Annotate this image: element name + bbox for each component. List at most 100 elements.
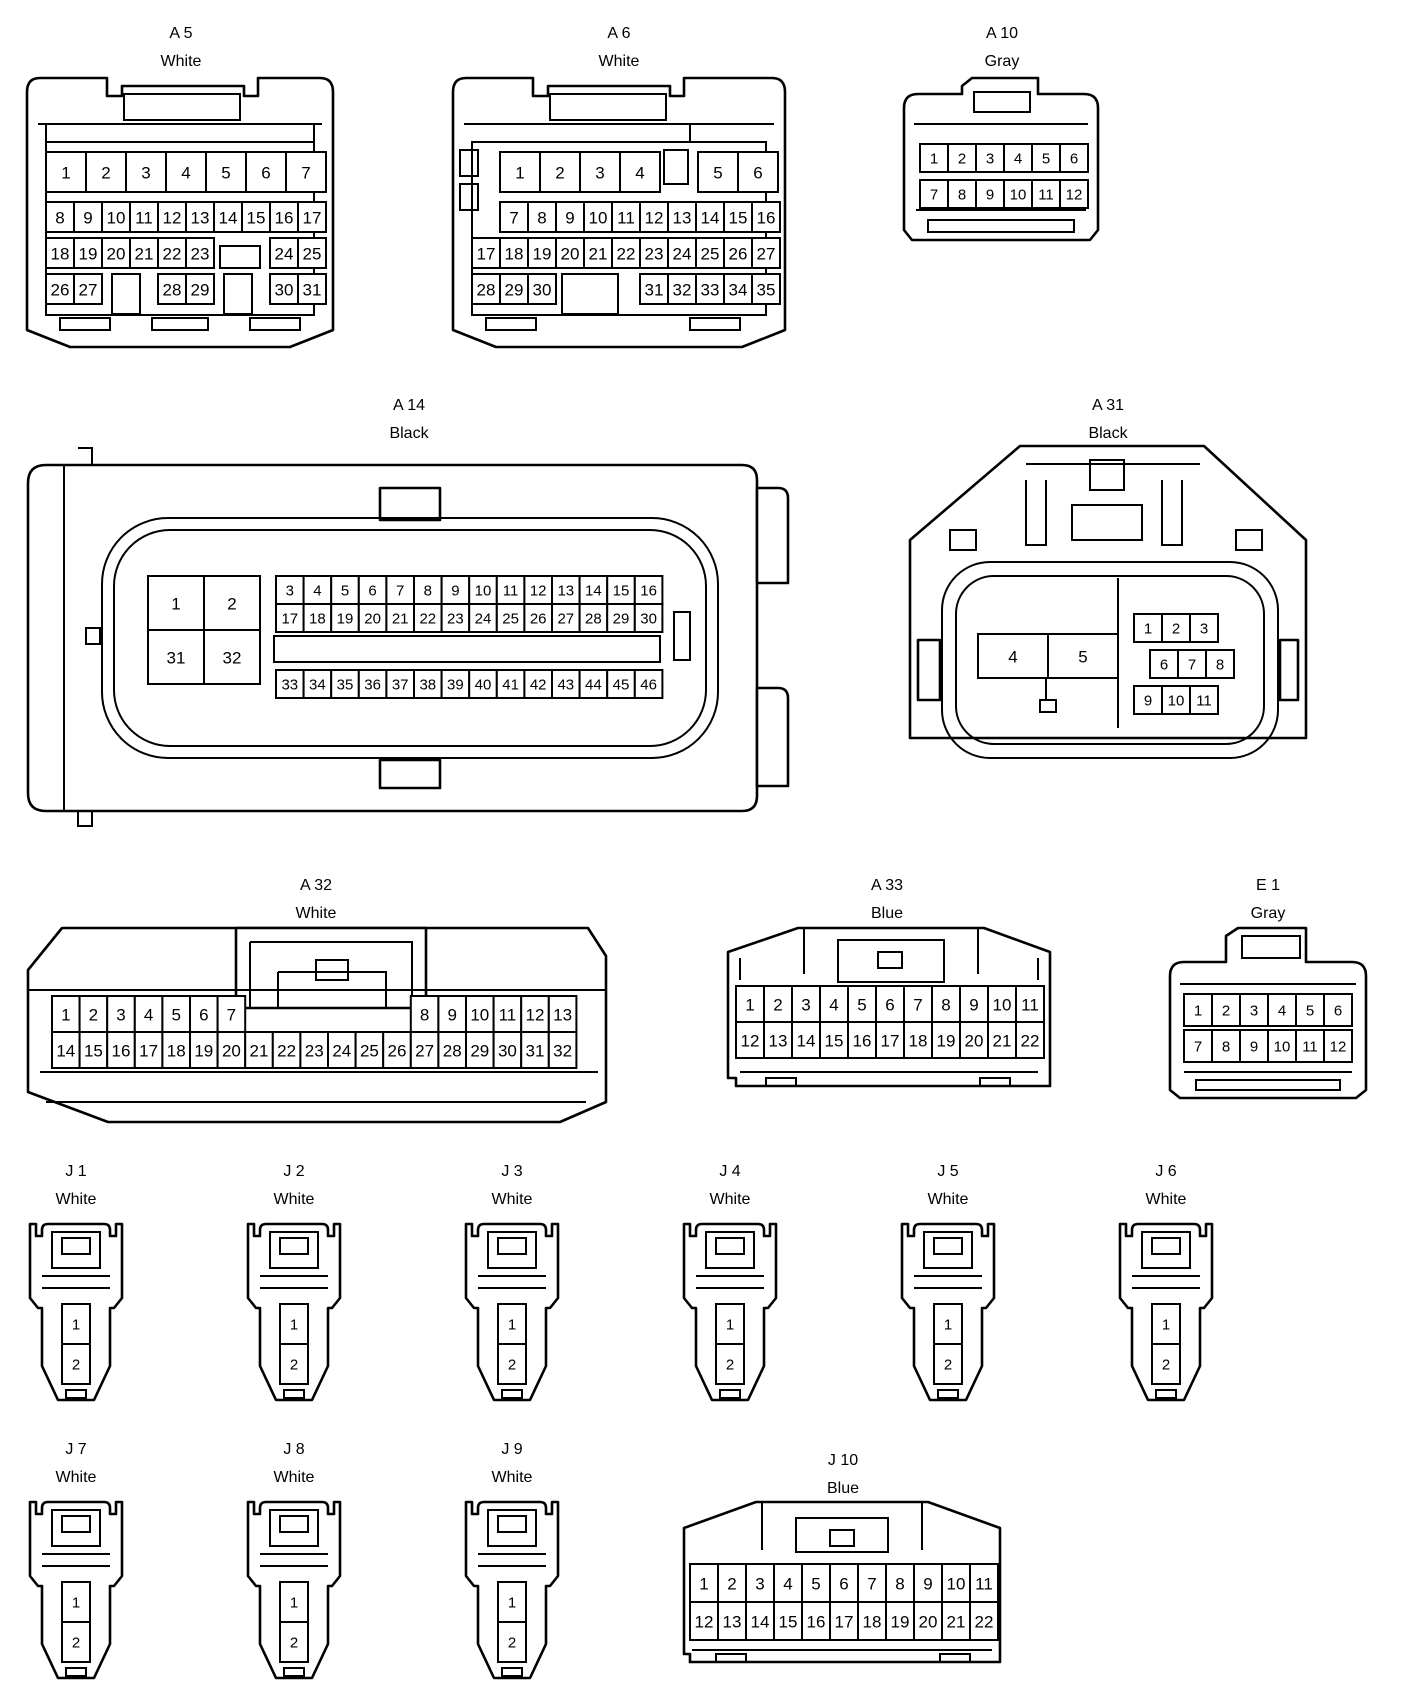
a14-pin-37-label: 37 — [392, 677, 409, 694]
a6-pin-31-label: 31 — [645, 281, 664, 300]
e1-pin-6-cell — [1323, 993, 1353, 1027]
a14-pin-2-label: 2 — [227, 595, 236, 614]
a33-pin-3-label: 3 — [801, 996, 810, 1015]
a14-pin-31: 31 — [147, 629, 205, 685]
a5-pin-4-cell — [165, 151, 207, 193]
j10-pin-21-label: 21 — [947, 1613, 966, 1632]
connector-j7-color: White — [56, 1469, 97, 1486]
a14-pin-25-label: 25 — [502, 611, 519, 628]
a5-pin-18-label: 18 — [51, 245, 70, 264]
a33-pin-4: 4 — [819, 985, 849, 1023]
a14-pin-24-cell — [468, 603, 498, 633]
a32-pin-28: 28 — [437, 1031, 467, 1069]
a32-pin-5-label: 5 — [171, 1006, 180, 1025]
a5-pin-12: 12 — [157, 201, 187, 233]
connector-j7-pin-2-cell — [61, 1621, 91, 1663]
a5-pin-21: 21 — [129, 237, 159, 269]
a6-pin-27-label: 27 — [757, 245, 776, 264]
e1-pin-1-cell — [1183, 993, 1213, 1027]
e1-pin-6: 6 — [1323, 993, 1353, 1027]
a5-pin-29-label: 29 — [191, 281, 210, 300]
e1-pin-5-label: 5 — [1306, 1003, 1314, 1020]
a32-pin-22-label: 22 — [277, 1042, 296, 1061]
a32-pin-8: 8 — [409, 995, 440, 1033]
a14-pin-37-cell — [385, 669, 415, 699]
a14-pin-41-label: 41 — [502, 677, 519, 694]
a10-pin-2-label: 2 — [958, 151, 966, 168]
connector-j9-id: J 9 — [501, 1441, 522, 1458]
a31-pin-9-cell — [1133, 685, 1163, 715]
a14-pin-42-label: 42 — [530, 677, 547, 694]
a6-pin-22-cell — [611, 237, 641, 269]
e1-pin-4-label: 4 — [1278, 1003, 1286, 1020]
a10-pin-10-label: 10 — [1010, 187, 1027, 204]
a6-pin-20-label: 20 — [561, 245, 580, 264]
connector-a32-id: A 32 — [300, 877, 332, 894]
j10-pin-18-label: 18 — [863, 1613, 882, 1632]
a5-pin-17-label: 17 — [303, 209, 322, 228]
a5-pin-5: 5 — [205, 151, 247, 193]
a14-pin-16: 16 — [633, 575, 664, 605]
a6-pin-26-cell — [723, 237, 753, 269]
a5-pin-27-cell — [73, 273, 103, 305]
a32-pin-2: 2 — [78, 995, 109, 1033]
a5-pin-19-label: 19 — [79, 245, 98, 264]
a33-pin-8-cell — [931, 985, 961, 1023]
connector-j8-tab — [283, 1667, 305, 1677]
a14-pin-28-cell — [578, 603, 609, 633]
a32-pin-12-label: 12 — [526, 1006, 545, 1025]
a14-pin-43-label: 43 — [557, 677, 574, 694]
a32-pin-31-label: 31 — [526, 1042, 545, 1061]
a5-pin-22-cell — [157, 237, 187, 269]
a31-pin-3-label: 3 — [1200, 621, 1208, 638]
a6-pin-9-cell — [555, 201, 585, 233]
a5-pin-31: 31 — [297, 273, 327, 305]
connector-j6-pin-2-label: 2 — [1162, 1357, 1170, 1374]
a32-pin-12: 12 — [520, 995, 550, 1033]
e1-pin-11-label: 11 — [1302, 1039, 1318, 1056]
a32-pin-19: 19 — [189, 1031, 219, 1069]
a5-pin-26-cell — [45, 273, 75, 305]
a32-pin-17-label: 17 — [139, 1042, 158, 1061]
a14-pin-31-label: 31 — [167, 649, 186, 668]
connector-j2-pin-2-cell — [279, 1343, 309, 1385]
connector-j10-id: J 10 — [828, 1452, 858, 1469]
a32-pin-16-cell — [106, 1031, 136, 1069]
e1-pin-7-label: 7 — [1194, 1039, 1202, 1056]
a33-pin-15: 15 — [819, 1021, 849, 1059]
j10-pin-10: 10 — [941, 1563, 971, 1603]
a14-pin-12-label: 12 — [530, 583, 547, 600]
a6-pin-30: 30 — [527, 273, 557, 305]
e1-pin-7: 7 — [1183, 1029, 1213, 1063]
a6-pin-33: 33 — [695, 273, 725, 305]
a14-pin-43-cell — [551, 669, 581, 699]
a14-pin-22-cell — [413, 603, 443, 633]
a6-pin-4-cell — [619, 151, 661, 193]
a14-pin-29-cell — [606, 603, 636, 633]
connector-a6-color: White — [599, 53, 640, 70]
a10-pin-6-label: 6 — [1070, 151, 1078, 168]
j10-pin-22: 22 — [969, 1601, 999, 1641]
a31-pin-1: 1 — [1133, 613, 1163, 643]
a31-pin-4-label: 4 — [1008, 648, 1017, 667]
connector-j4-pin-1-cell — [715, 1303, 745, 1345]
e1-pin-4-cell — [1267, 993, 1297, 1027]
connector-j4-pin-2-label: 2 — [726, 1357, 734, 1374]
a5-pin-14-cell — [213, 201, 243, 233]
a6-pin-7-label: 7 — [509, 209, 518, 228]
a32-pin-16: 16 — [106, 1031, 136, 1069]
connector-a31-color: Black — [1088, 425, 1128, 442]
a10-pin-3: 3 — [975, 143, 1005, 173]
a6-pin-7: 7 — [499, 201, 529, 233]
a32-pin-19-label: 19 — [194, 1042, 213, 1061]
a32-pin-20: 20 — [216, 1031, 247, 1069]
a14-pin-24-label: 24 — [475, 611, 492, 628]
a14-pin-9: 9 — [440, 575, 471, 605]
j10-pin-17-cell — [829, 1601, 859, 1641]
a6-pin-4: 4 — [619, 151, 661, 193]
a6-pin-13-cell — [667, 201, 697, 233]
a32-pin-30-label: 30 — [498, 1042, 517, 1061]
